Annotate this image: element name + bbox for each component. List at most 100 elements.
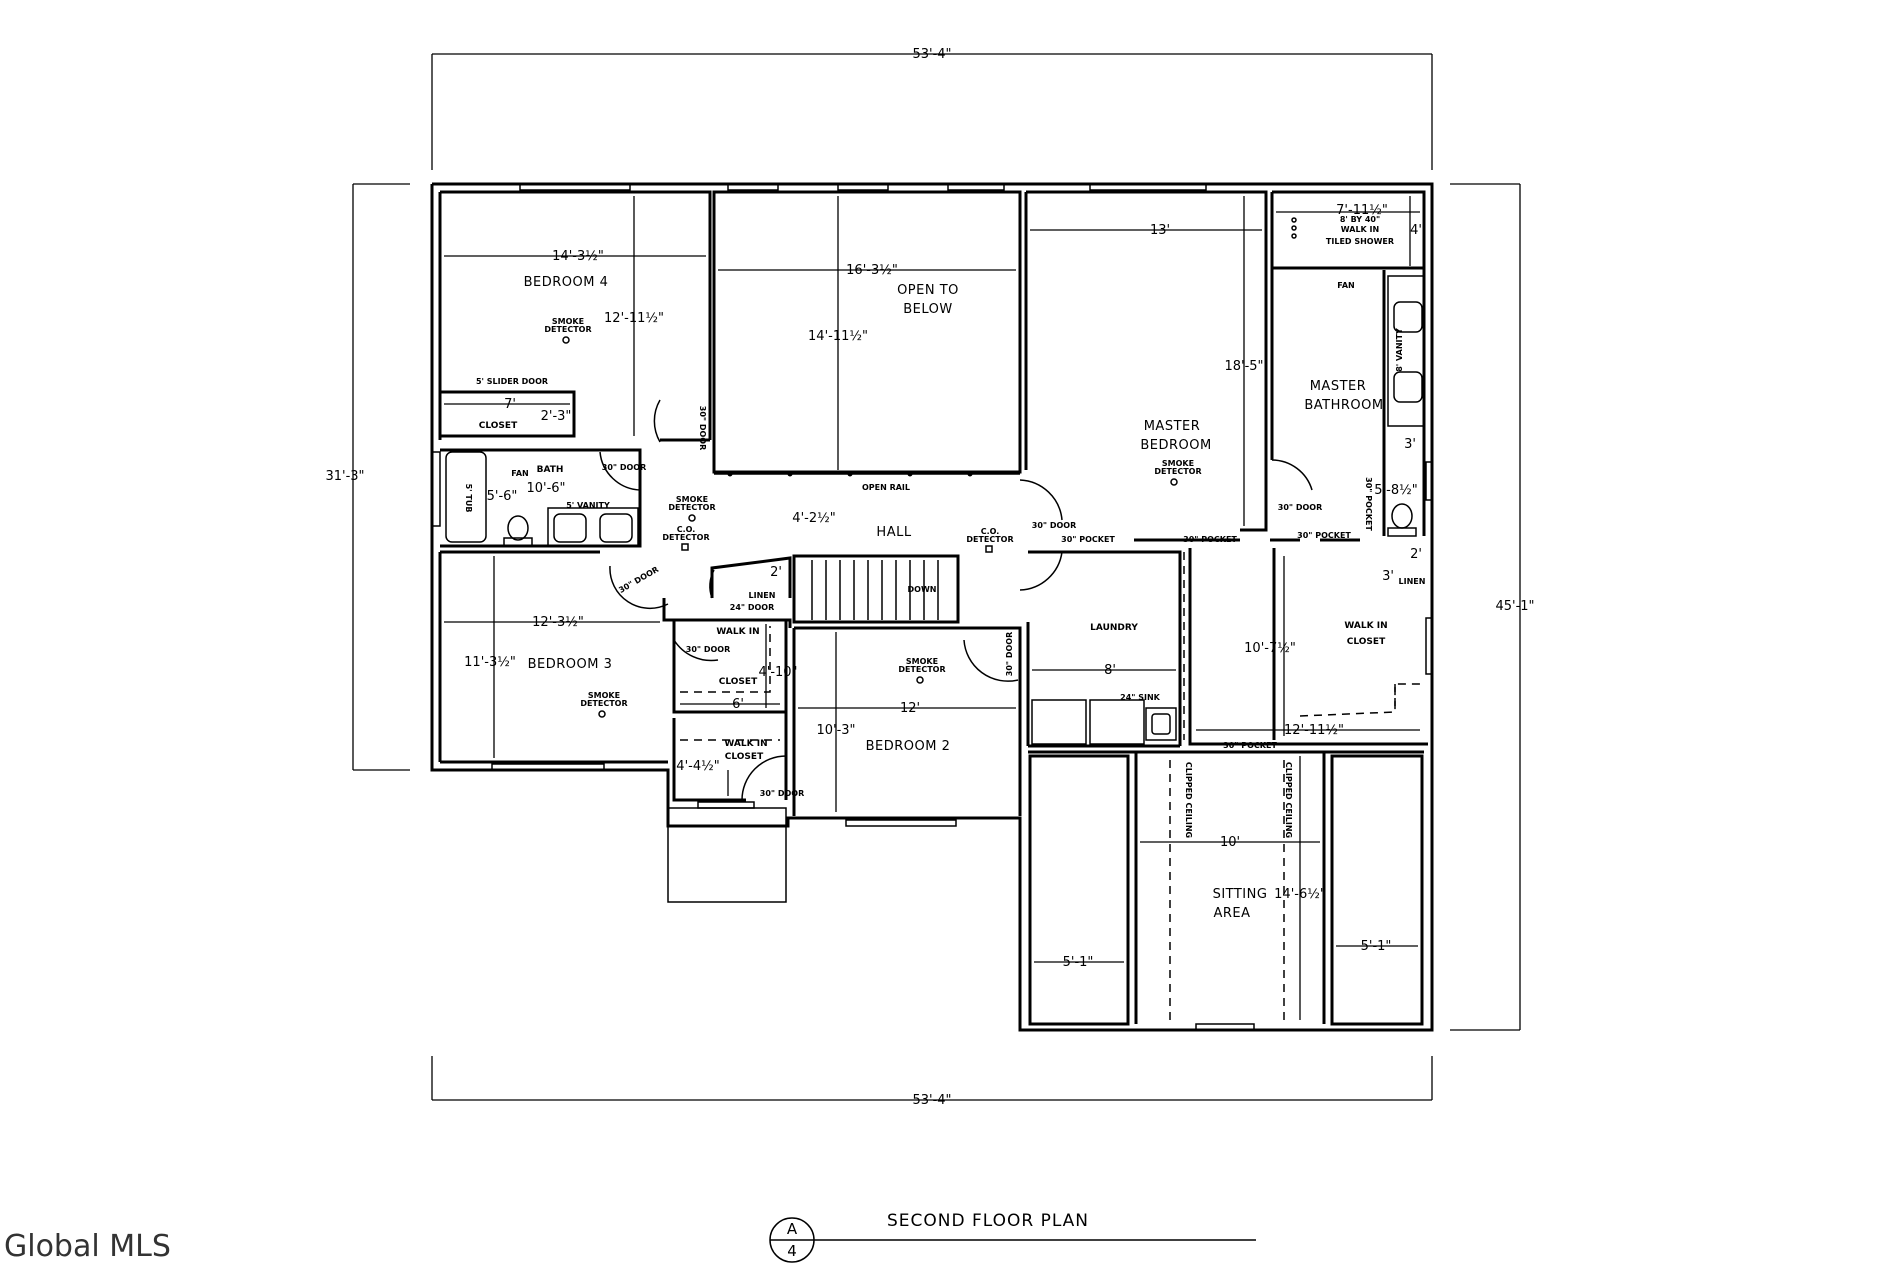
- dim-shower-width: 7'-11½": [1336, 203, 1388, 218]
- dim-wic3-height: 10'-7½": [1244, 641, 1296, 656]
- room-laundry: LAUNDRY: [1090, 623, 1138, 633]
- room-hall: HALL: [876, 525, 911, 540]
- dim-sitting-height: 14'-6½": [1274, 887, 1326, 902]
- room-linen-1a: LINEN: [749, 591, 776, 600]
- room-walkin-1b: CLOSET: [719, 677, 758, 687]
- room-sitting-1: SITTING: [1213, 887, 1268, 902]
- co-hall-2: DETECTOR: [662, 533, 709, 542]
- dim-closet-width: 7': [504, 397, 516, 412]
- dryer: [1089, 699, 1145, 745]
- dim-bedroom4-height: 12'-11½": [604, 311, 664, 326]
- dim-wic2-height: 4'-4½": [676, 759, 719, 774]
- dashed-lines: [680, 552, 1424, 1022]
- note-fan-bath: FAN: [511, 469, 528, 478]
- door-label-5: 30" DOOR: [760, 789, 805, 798]
- dim-linen2-width: 2': [1410, 547, 1422, 562]
- open-rail: OPEN RAIL: [714, 471, 1020, 492]
- exterior-walls: [430, 182, 1434, 1032]
- co-hall2-1: C.O.: [981, 527, 1000, 536]
- dim-sitting-width: 10': [1220, 835, 1240, 850]
- room-walkin-3a: WALK IN: [1344, 621, 1387, 631]
- pocket-label-2: 30" POCKET: [1183, 535, 1237, 544]
- dim-closet-height: 2'-3": [541, 409, 572, 424]
- room-master-bath-2: BATHROOM: [1304, 398, 1383, 413]
- dim-clip-left: 5'-1": [1063, 955, 1094, 970]
- dim-bottom: 53'-4": [912, 1093, 951, 1108]
- dim-bath-height: 5'-6": [487, 489, 518, 504]
- sink-24: [1145, 707, 1177, 741]
- smoke-b2-2: DETECTOR: [898, 665, 945, 674]
- dim-clip-right: 5'-1": [1361, 939, 1392, 954]
- room-open-below-2: BELOW: [903, 302, 953, 317]
- plan-notes: 5' SLIDER DOOR 5' VANITY 8' VANITY FAN F…: [476, 215, 1404, 838]
- door-label-3: 30" DOOR: [617, 565, 660, 595]
- sheet-marker-bottom: 4: [787, 1242, 797, 1260]
- dim-bath-width: 10'-6": [526, 481, 565, 496]
- plan-title: SECOND FLOOR PLAN: [887, 1211, 1089, 1231]
- door-label-1: 30" DOOR: [602, 463, 647, 472]
- room-open-below-1: OPEN TO: [897, 283, 959, 298]
- tub-label: 5' TUB: [464, 484, 473, 513]
- dim-laundry-width: 8': [1104, 663, 1116, 678]
- door-label-6: 30" DOOR: [1005, 632, 1014, 677]
- note-vanity-5: 5' VANITY: [566, 501, 610, 510]
- dim-left: 31'-3": [325, 469, 364, 484]
- room-walkin-2a: WALK IN: [724, 739, 767, 749]
- note-sink-24: 24" SINK: [1120, 693, 1161, 702]
- co-hall2-2: DETECTOR: [966, 535, 1013, 544]
- smoke-b4-2: DETECTOR: [544, 325, 591, 334]
- room-master-bath-1: MASTER: [1310, 379, 1367, 394]
- smoke-master-2: DETECTOR: [1154, 467, 1201, 476]
- note-fan-master: FAN: [1337, 281, 1354, 290]
- stairs-down-label: DOWN: [908, 585, 937, 594]
- dim-top: 53'-4": [912, 47, 951, 62]
- note-shower-2: WALK IN: [1341, 225, 1379, 234]
- pocket-label-5: 30" POCKET: [1364, 477, 1373, 531]
- dim-mbath-height2: 5'-8½": [1374, 483, 1417, 498]
- tub-fixture: [445, 451, 487, 543]
- dim-bedroom2-height: 10'-3": [816, 723, 855, 738]
- dim-wic1-width: 6': [732, 697, 744, 712]
- smoke-b3-1: SMOKE: [588, 691, 620, 700]
- interior-walls: [438, 190, 1428, 1026]
- watermark-logo: Global MLS: [4, 1229, 171, 1264]
- room-labels: BEDROOM 4 OPEN TO BELOW MASTER BEDROOM M…: [479, 275, 1426, 921]
- dim-master-width: 13': [1150, 223, 1170, 238]
- room-sitting-2: AREA: [1213, 906, 1250, 921]
- pocket-label-1: 30" POCKET: [1061, 535, 1115, 544]
- fixtures: 5' TUB: [445, 217, 1425, 745]
- note-clipped-1: CLIPPED CEILING: [1184, 762, 1193, 838]
- door-label-8: 30" DOOR: [1278, 503, 1323, 512]
- room-master-bedroom-2: BEDROOM: [1140, 438, 1211, 453]
- smoke-hall-1: SMOKE: [676, 495, 708, 504]
- sheet-marker-top: A: [787, 1220, 798, 1238]
- dim-open-width: 16'-3½": [846, 263, 898, 278]
- smoke-b4-1: SMOKE: [552, 317, 584, 326]
- smoke-master-1: SMOKE: [1162, 459, 1194, 468]
- dim-master-height: 18'-5": [1224, 359, 1263, 374]
- dim-wic1-height: 4'-10": [758, 665, 797, 680]
- dim-open-height: 14'-11½": [808, 329, 868, 344]
- dim-bedroom2-width: 12': [900, 701, 920, 716]
- door-label-4: 30" DOOR: [686, 645, 731, 654]
- smoke-b3-2: DETECTOR: [580, 699, 627, 708]
- stairs: DOWN: [811, 560, 939, 620]
- smoke-hall-2: DETECTOR: [668, 503, 715, 512]
- note-clipped-2: CLIPPED CEILING: [1284, 762, 1293, 838]
- door-swings: [599, 399, 1313, 801]
- pocket-label-3: 30" POCKET: [1297, 531, 1351, 540]
- dim-right: 45'-1": [1495, 599, 1534, 614]
- toilet-bath: [507, 515, 529, 541]
- dim-bedroom4-width: 14'-3½": [552, 249, 604, 264]
- dim-linen2-height: 3': [1382, 569, 1394, 584]
- room-linen-1b: 24" DOOR: [730, 603, 775, 612]
- room-walkin-3b: CLOSET: [1347, 637, 1386, 647]
- room-bath: BATH: [537, 465, 564, 475]
- room-bedroom-4: BEDROOM 4: [524, 275, 609, 290]
- co-hall-1: C.O.: [677, 525, 696, 534]
- overall-dimensions: 53'-4" 53'-4" 31'-3" 45'-1": [325, 47, 1534, 1108]
- room-master-bedroom-1: MASTER: [1144, 419, 1201, 434]
- note-slider-door: 5' SLIDER DOOR: [476, 377, 548, 386]
- dim-linen-width: 2': [770, 565, 782, 580]
